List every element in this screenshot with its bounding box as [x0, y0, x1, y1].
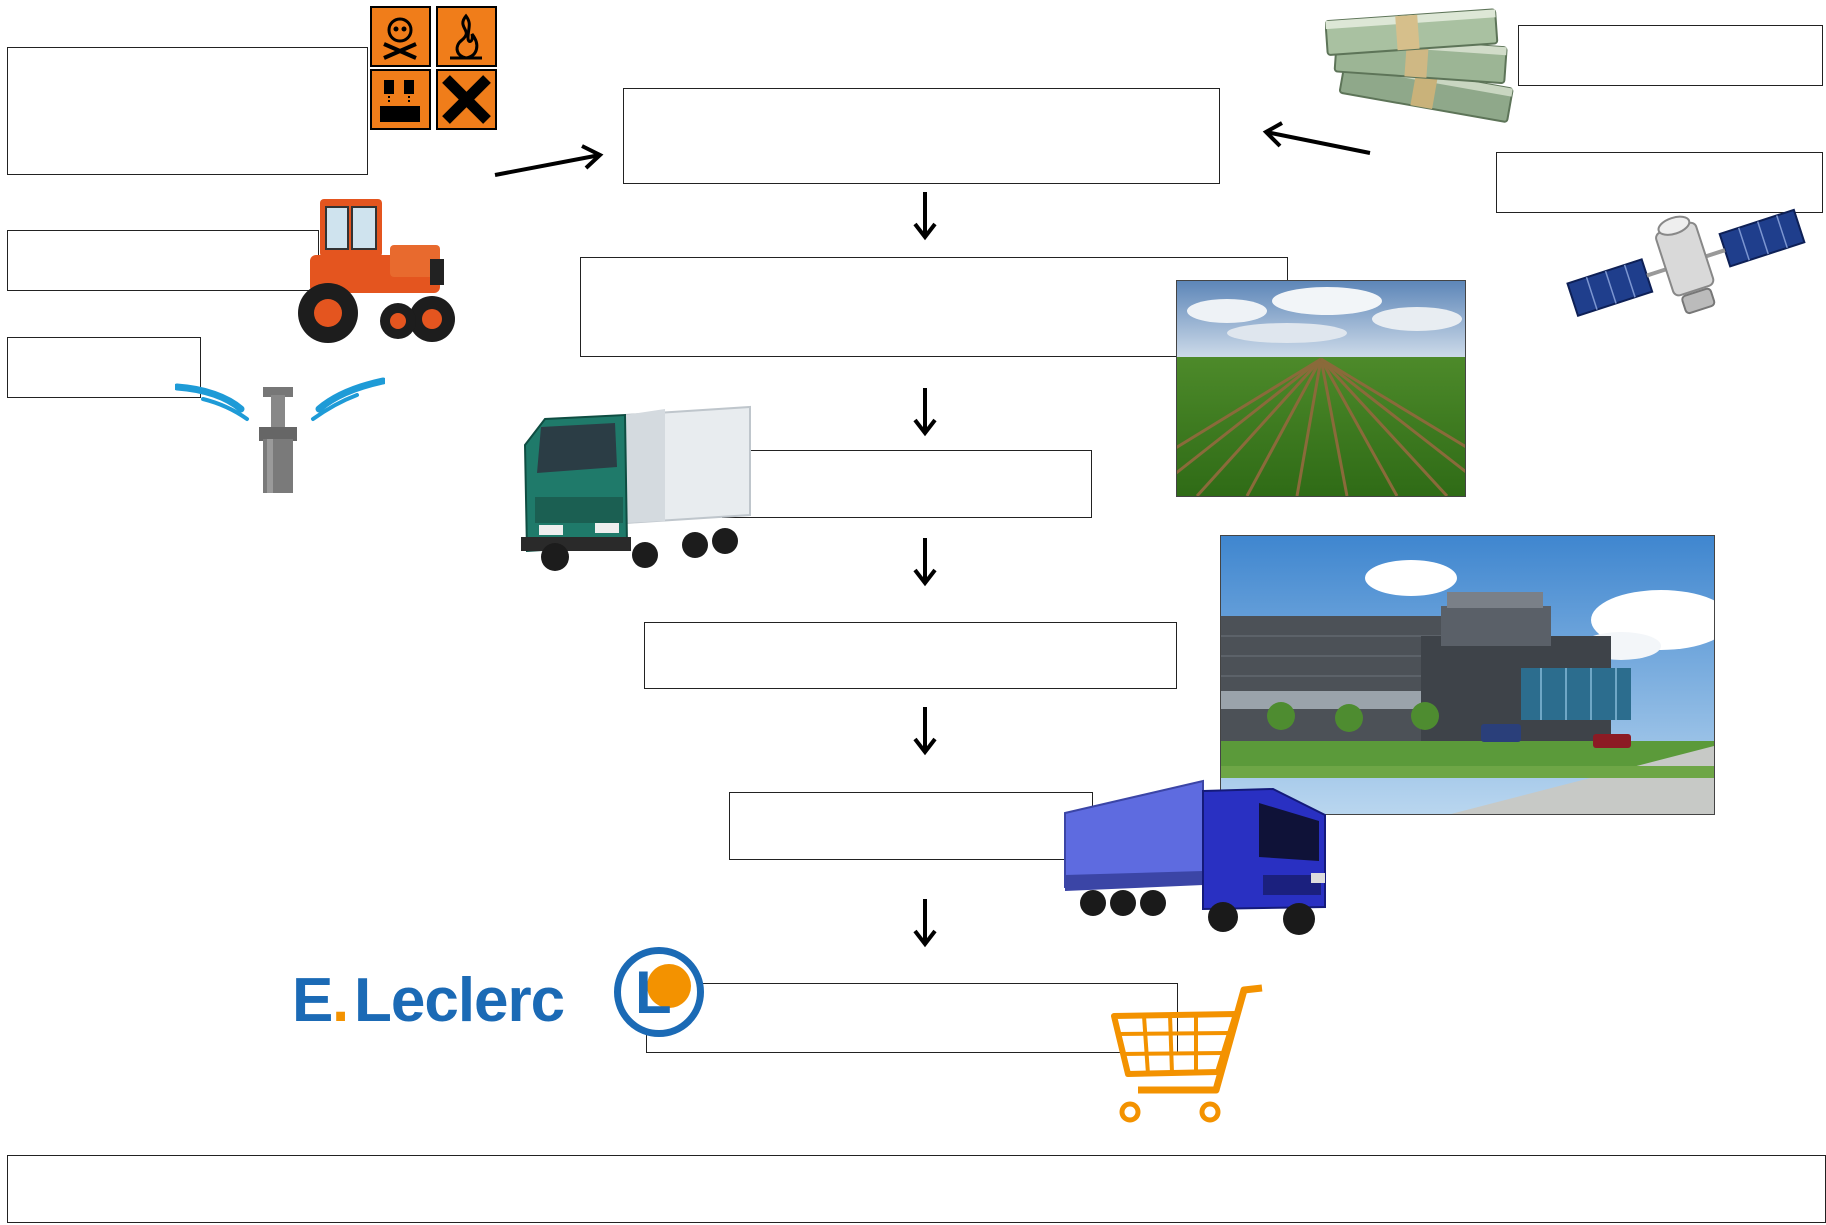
blue-truck-icon	[1063, 775, 1333, 940]
leclerc-logo-dot: .	[332, 966, 349, 1035]
input-box-money[interactable]	[1518, 25, 1823, 86]
leclerc-logo-name: Leclerc	[354, 966, 565, 1035]
corrosive-icon	[370, 69, 431, 130]
tractor-icon	[290, 195, 470, 350]
leclerc-logo-prefix: E	[292, 966, 333, 1035]
crop-field-image	[1176, 280, 1466, 497]
input-box-satellite[interactable]	[1496, 152, 1823, 213]
sprinkler-icon	[175, 375, 385, 495]
chain-box-4[interactable]	[644, 622, 1177, 689]
arrow-down-1	[913, 192, 937, 241]
input-box-machinery[interactable]	[7, 230, 319, 291]
chain-box-2[interactable]	[580, 257, 1288, 357]
chain-box-3[interactable]	[722, 450, 1092, 518]
input-box-chemicals[interactable]	[7, 47, 368, 175]
factory-image	[1220, 535, 1715, 815]
flammable-icon	[436, 6, 497, 67]
money-icon	[1325, 4, 1535, 134]
arrow-down-5	[913, 899, 937, 948]
harmful-icon	[436, 69, 497, 130]
shopping-cart-icon	[1110, 982, 1270, 1127]
leclerc-logo: E . Leclerc L	[292, 945, 712, 1045]
chain-box-6[interactable]	[646, 983, 1178, 1053]
arrow-down-4	[913, 707, 937, 756]
toxic-icon	[370, 6, 431, 67]
satellite-icon	[1560, 190, 1810, 330]
green-truck-icon	[515, 405, 755, 575]
leclerc-emblem-letter: L	[635, 959, 672, 1026]
leclerc-emblem: L	[614, 947, 704, 1037]
hazard-symbols-group	[370, 6, 498, 130]
chain-box-1[interactable]	[623, 88, 1220, 184]
arrow-down-2	[913, 388, 937, 437]
bottom-summary-box[interactable]	[7, 1155, 1826, 1223]
arrow-down-3	[913, 538, 937, 587]
input-box-irrigation[interactable]	[7, 337, 201, 398]
arrow-chemicals-to-box1	[494, 144, 604, 177]
arrow-money-to-box1	[1262, 121, 1371, 155]
chain-box-5[interactable]	[729, 792, 1093, 860]
